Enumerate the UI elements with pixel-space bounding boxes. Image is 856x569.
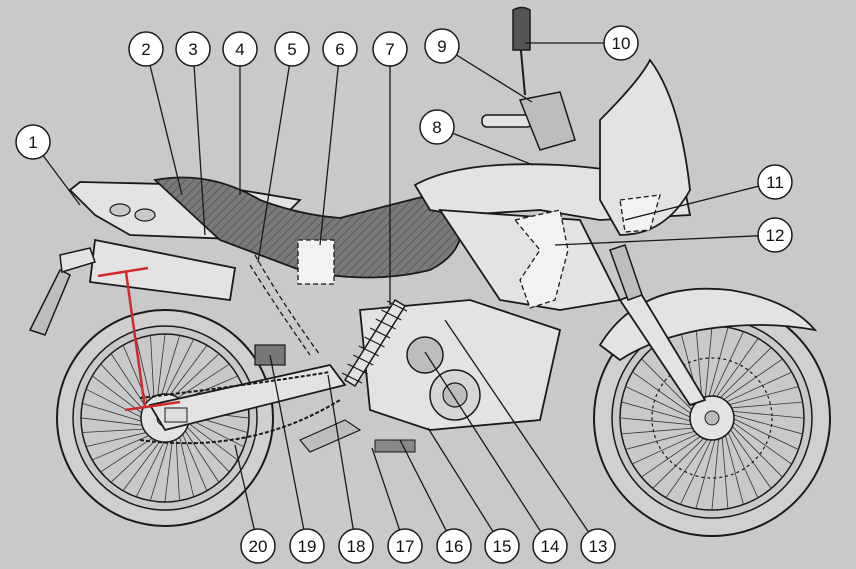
callout-15: 15	[484, 528, 520, 564]
callout-label-8: 8	[432, 118, 441, 137]
callout-circle-14	[532, 528, 568, 564]
callout-7: 7	[372, 31, 408, 67]
callout-label-2: 2	[141, 40, 150, 59]
seat	[153, 176, 463, 279]
callout-18: 18	[338, 528, 374, 564]
callout-label-11: 11	[766, 173, 784, 192]
dashed-panels	[249, 194, 661, 356]
callout-6: 6	[322, 31, 358, 67]
callout-label-13: 13	[589, 537, 608, 556]
callout-circle-9	[424, 28, 460, 64]
leader-line-16	[399, 439, 455, 547]
callout-20: 20	[240, 528, 276, 564]
front-wheel	[593, 299, 831, 537]
callout-circle-6	[322, 31, 358, 67]
callout-circle-20	[240, 528, 276, 564]
callout-circle-3	[175, 31, 211, 67]
callout-16: 16	[436, 528, 472, 564]
callout-circle-1	[15, 124, 51, 160]
callout-label-1: 1	[28, 133, 37, 152]
front-fork	[598, 244, 818, 407]
callout-label-9: 9	[437, 37, 446, 56]
callout-14: 14	[532, 528, 568, 564]
callout-circle-19	[289, 528, 325, 564]
callout-9: 9	[424, 28, 460, 64]
callout-circle-2	[128, 31, 164, 67]
callout-circle-10	[603, 25, 639, 61]
callout-1: 1	[15, 124, 51, 160]
callout-label-6: 6	[335, 40, 344, 59]
callout-label-18: 18	[347, 537, 366, 556]
swingarm	[139, 363, 347, 445]
callout-19: 19	[289, 528, 325, 564]
callout-10: 10	[603, 25, 639, 61]
callout-label-15: 15	[493, 537, 512, 556]
callout-circle-4	[222, 31, 258, 67]
callout-12: 12	[757, 217, 793, 253]
leader-line-15	[427, 427, 503, 547]
leader-line-11	[624, 181, 776, 221]
leader-line-12	[554, 234, 776, 246]
leader-lines	[32, 42, 776, 547]
leader-line-5	[257, 48, 293, 263]
leader-line-3	[192, 48, 206, 236]
callout-8: 8	[419, 109, 455, 145]
leader-line-18	[327, 374, 357, 547]
callout-circle-17	[387, 528, 423, 564]
callout-17: 17	[387, 528, 423, 564]
callout-label-3: 3	[188, 40, 197, 59]
callout-circle-12	[757, 217, 793, 253]
callout-label-5: 5	[287, 40, 296, 59]
leader-line-13	[444, 319, 599, 547]
callout-label-16: 16	[445, 537, 464, 556]
callout-11: 11	[757, 164, 793, 200]
callout-circle-7	[372, 31, 408, 67]
callout-label-4: 4	[235, 40, 244, 59]
callout-3: 3	[175, 31, 211, 67]
callout-label-19: 19	[298, 537, 317, 556]
callout-circle-13	[580, 528, 616, 564]
engine	[359, 299, 562, 431]
callout-label-14: 14	[541, 537, 560, 556]
callout-label-12: 12	[766, 226, 785, 245]
callout-2: 2	[128, 31, 164, 67]
callout-label-17: 17	[396, 537, 415, 556]
callout-circle-16	[436, 528, 472, 564]
callout-circle-8	[419, 109, 455, 145]
callout-5: 5	[274, 31, 310, 67]
callout-label-10: 10	[612, 34, 631, 53]
leader-line-2	[145, 48, 183, 196]
leader-line-14	[424, 351, 551, 547]
callout-circle-18	[338, 528, 374, 564]
leader-line-6	[319, 48, 341, 246]
callout-circle-11	[757, 164, 793, 200]
callout-4: 4	[222, 31, 258, 67]
leader-line-19	[269, 354, 308, 547]
handlebar	[481, 6, 576, 151]
callout-circle-5	[274, 31, 310, 67]
callout-label-7: 7	[385, 40, 394, 59]
callout-13: 13	[580, 528, 616, 564]
highlight-frame	[97, 266, 181, 412]
callout-label-20: 20	[249, 537, 268, 556]
callout-circle-15	[484, 528, 520, 564]
